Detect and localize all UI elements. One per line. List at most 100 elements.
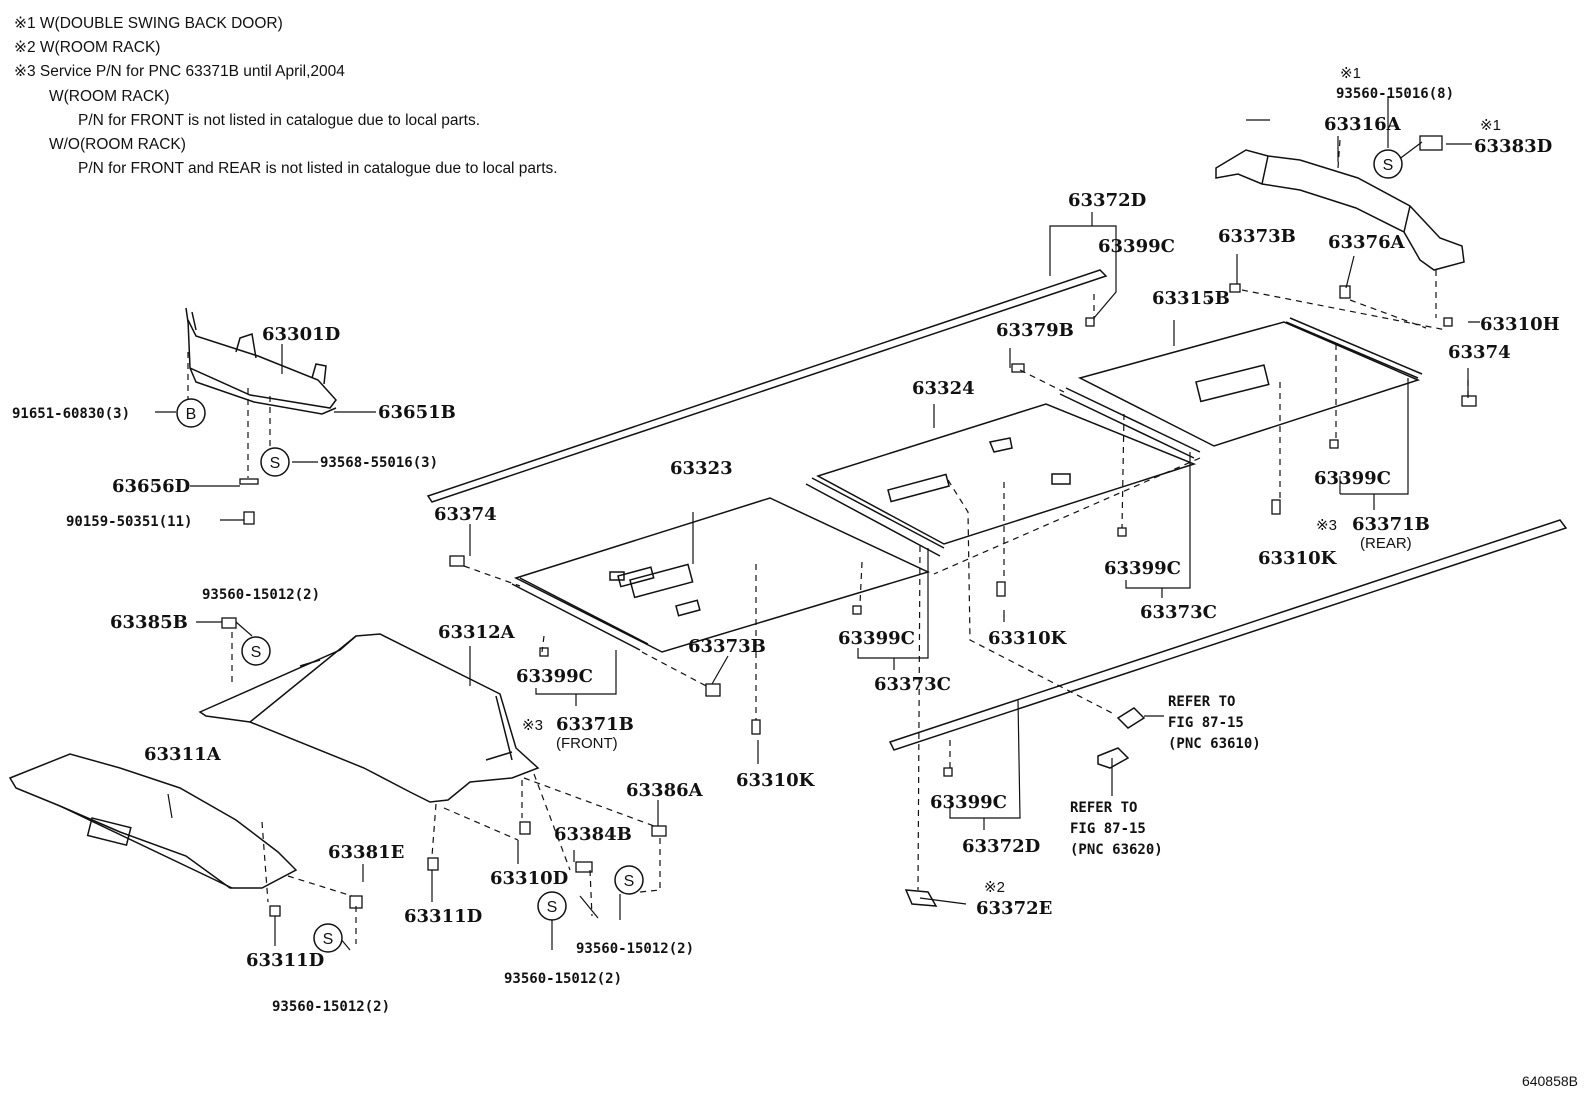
- note-mark: ※3: [522, 717, 543, 734]
- part-label: 63386A: [626, 780, 704, 801]
- part-label: 93568-55016(3): [320, 455, 438, 471]
- part-label: 63373B: [688, 636, 766, 657]
- circle-marker-S: [537, 891, 567, 921]
- position-caption: (FRONT): [556, 735, 618, 752]
- part-label: 93560-15012(2): [202, 587, 320, 603]
- circle-marker-B: [176, 398, 206, 428]
- note-mark: ※3: [1316, 517, 1337, 534]
- part-label: 63311D: [404, 906, 482, 927]
- note-line: ※2 W(ROOM RACK): [14, 39, 161, 57]
- part-63316A-shape: [1215, 149, 1465, 271]
- part-label: 63399C: [1104, 558, 1181, 579]
- part-label: 63372D: [962, 836, 1040, 857]
- part-label: 63399C: [1098, 236, 1175, 257]
- part-label: 63656D: [112, 476, 190, 497]
- part-label: 90159-50351(11): [66, 514, 192, 530]
- circle-marker-S: [1373, 149, 1403, 179]
- part-label: 63372D: [1068, 190, 1146, 211]
- part-label: 63371B: [556, 714, 634, 735]
- part-63312A-shape: [198, 633, 540, 803]
- part-label: 63301D: [262, 324, 340, 345]
- part-drawings: [8, 149, 1568, 907]
- note-line: W(ROOM RACK): [49, 87, 170, 105]
- part-label: 63315B: [1152, 288, 1230, 309]
- note-mark: ※1: [1340, 65, 1361, 82]
- diagram-code: 640858B: [1521, 1073, 1578, 1089]
- part-63311A-shape: [8, 753, 298, 889]
- part-label: 63399C: [1314, 468, 1391, 489]
- circle-letter: S: [1383, 157, 1394, 174]
- refer-note: FIG 87-15: [1070, 821, 1146, 837]
- part-label: 63373C: [1140, 602, 1217, 623]
- part-label: 63310K: [736, 770, 816, 791]
- refer-note: REFER TO: [1070, 800, 1137, 816]
- part-label: 63384B: [554, 824, 632, 845]
- part-label: 63312A: [438, 622, 516, 643]
- note-line: ※1 W(DOUBLE SWING BACK DOOR): [14, 15, 283, 32]
- part-label: 93560-15012(2): [504, 971, 622, 987]
- part-label: 63379B: [996, 320, 1074, 341]
- circle-marker-S: [614, 865, 644, 895]
- fasteners: [221, 135, 1477, 917]
- notes-block: ※1 W(DOUBLE SWING BACK DOOR) ※2 W(ROOM R…: [14, 12, 558, 181]
- circle-marker-S: [260, 447, 290, 477]
- part-label: 93560-15016(8): [1336, 86, 1454, 102]
- part-label: 63374: [434, 504, 497, 525]
- part-label: 63374: [1448, 342, 1511, 363]
- note-mark: ※1: [1480, 117, 1501, 134]
- circle-marker-S: [313, 923, 343, 953]
- part-label: 63399C: [838, 628, 915, 649]
- circle-letter: S: [323, 931, 334, 948]
- part-label: 63310K: [988, 628, 1068, 649]
- part-63651B-shape: [189, 367, 337, 415]
- part-label: 63376A: [1328, 232, 1406, 253]
- circle-marker-letters: B S S S S S S: [186, 157, 1394, 948]
- part-label: 93560-15012(2): [576, 941, 694, 957]
- part-label: 63324: [912, 378, 975, 399]
- part-label: 63323: [670, 458, 733, 479]
- part-label: 63373B: [1218, 226, 1296, 247]
- part-label: 63381E: [328, 842, 404, 863]
- part-label: 63316A: [1324, 114, 1402, 135]
- part-63372D-bottom-rail: [888, 519, 1568, 751]
- part-63324-panel: [816, 403, 1197, 545]
- circle-letter: S: [547, 899, 558, 916]
- part-label: 63310K: [1258, 548, 1338, 569]
- note-line: P/N for FRONT is not listed in catalogue…: [78, 111, 481, 129]
- part-63372D-top-rail: [426, 269, 1108, 503]
- circle-letter: S: [270, 455, 281, 472]
- circle-letter: S: [251, 644, 262, 661]
- circle-letter: S: [624, 873, 635, 890]
- note-mark: ※2: [984, 879, 1005, 896]
- note-line: P/N for FRONT and REAR is not listed in …: [78, 160, 558, 178]
- part-label: 63372E: [976, 898, 1052, 919]
- fastener-63656D: [239, 478, 259, 485]
- part-label: 63310D: [490, 868, 568, 889]
- part-63301D-shape: [187, 319, 337, 409]
- refer-note: FIG 87-15: [1168, 715, 1244, 731]
- part-label: 63311A: [144, 744, 222, 765]
- part-label: 63310H: [1480, 314, 1560, 335]
- note-line: W/O(ROOM RACK): [49, 136, 186, 154]
- part-label: 63399C: [930, 792, 1007, 813]
- refer-note: REFER TO: [1168, 694, 1235, 710]
- leader-lines: [155, 96, 1480, 951]
- part-label: 63371B: [1352, 514, 1430, 535]
- circle-letter: B: [186, 406, 197, 423]
- part-label: 63385B: [110, 612, 188, 633]
- part-label: 91651-60830(3): [12, 406, 130, 422]
- circle-marker-S: [241, 636, 271, 666]
- part-label: 93560-15012(2): [272, 999, 390, 1015]
- part-label: 63383D: [1474, 136, 1552, 157]
- part-labels: 63301D 63651B 91651-60830(3) 93568-55016…: [12, 65, 1560, 1015]
- dashed-lines: [187, 139, 1469, 944]
- part-63315B-panel: [1077, 321, 1421, 447]
- part-label: 63399C: [516, 666, 593, 687]
- part-label: 63651B: [378, 402, 456, 423]
- part-label: 63373C: [874, 674, 951, 695]
- note-line: ※3 Service P/N for PNC 63371B until Apri…: [14, 63, 345, 81]
- part-label: 63311D: [246, 950, 324, 971]
- circle-markers: [176, 149, 1403, 953]
